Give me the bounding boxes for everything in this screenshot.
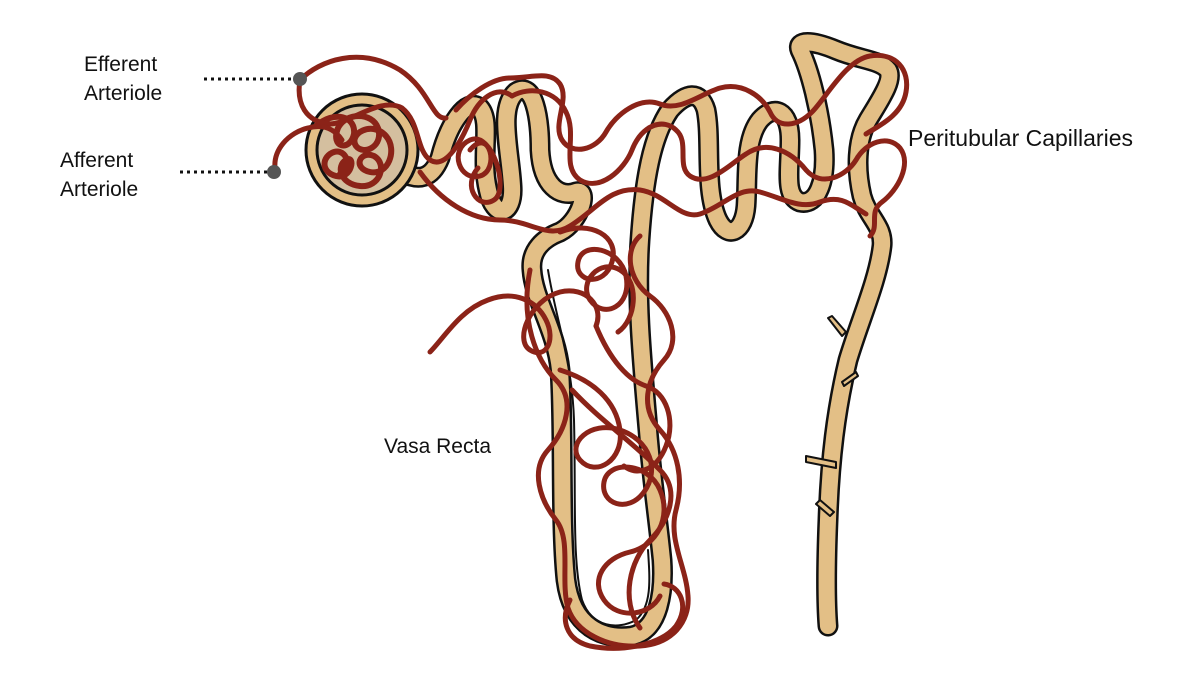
efferent-pointer-dot — [293, 72, 307, 86]
top-left-arc — [297, 54, 449, 121]
vasa-recta-label: Vasa Recta — [384, 435, 491, 458]
duct-branch-3 — [805, 455, 837, 469]
vasa-recta-loop-inner — [557, 367, 667, 616]
tubule-fill — [392, 34, 898, 645]
renal-tubule — [389, 32, 900, 648]
peritubular-left-loops — [455, 136, 503, 205]
vasa-recta-descending — [593, 323, 673, 474]
vasa-recta-bottom-loop — [562, 581, 686, 651]
peritubular-capillaries-label: Peritubular Capillaries — [908, 125, 1133, 151]
glomerulus-capillary-tuft — [313, 113, 395, 190]
duct-branch-1 — [827, 315, 847, 337]
vasa-recta-cross — [569, 387, 674, 631]
duct-branch-4 — [815, 499, 835, 517]
efferent-label-line1: Efferent — [84, 53, 158, 76]
afferent-arteriole-vessel — [272, 124, 345, 177]
efferent-arteriole-label: Efferent Arteriole — [84, 50, 214, 109]
vasa-recta-loop-outer — [524, 233, 691, 649]
afferent-arteriole-label: Afferent Arteriole — [60, 146, 190, 205]
duct-branch-2 — [841, 371, 859, 387]
afferent-label-line2: Arteriole — [60, 178, 139, 202]
capillary-mid-loops — [557, 225, 636, 335]
efferent-label-line2: Arteriole — [84, 82, 163, 106]
peritubular-capillary-main — [509, 88, 907, 239]
afferent-pointer-dot — [267, 165, 281, 179]
afferent-label-line1: Afferent — [60, 149, 134, 172]
label-pointers — [180, 72, 307, 179]
capillary-tail-left — [427, 288, 601, 355]
collecting-duct-branches — [805, 315, 859, 517]
capillary-network — [272, 52, 910, 651]
efferent-arteriole-vessel — [296, 77, 515, 165]
peritubular-capillary-lower — [417, 169, 869, 234]
proximal-convoluted-tubule — [392, 34, 898, 645]
peritubular-capillary-upper — [453, 52, 910, 152]
